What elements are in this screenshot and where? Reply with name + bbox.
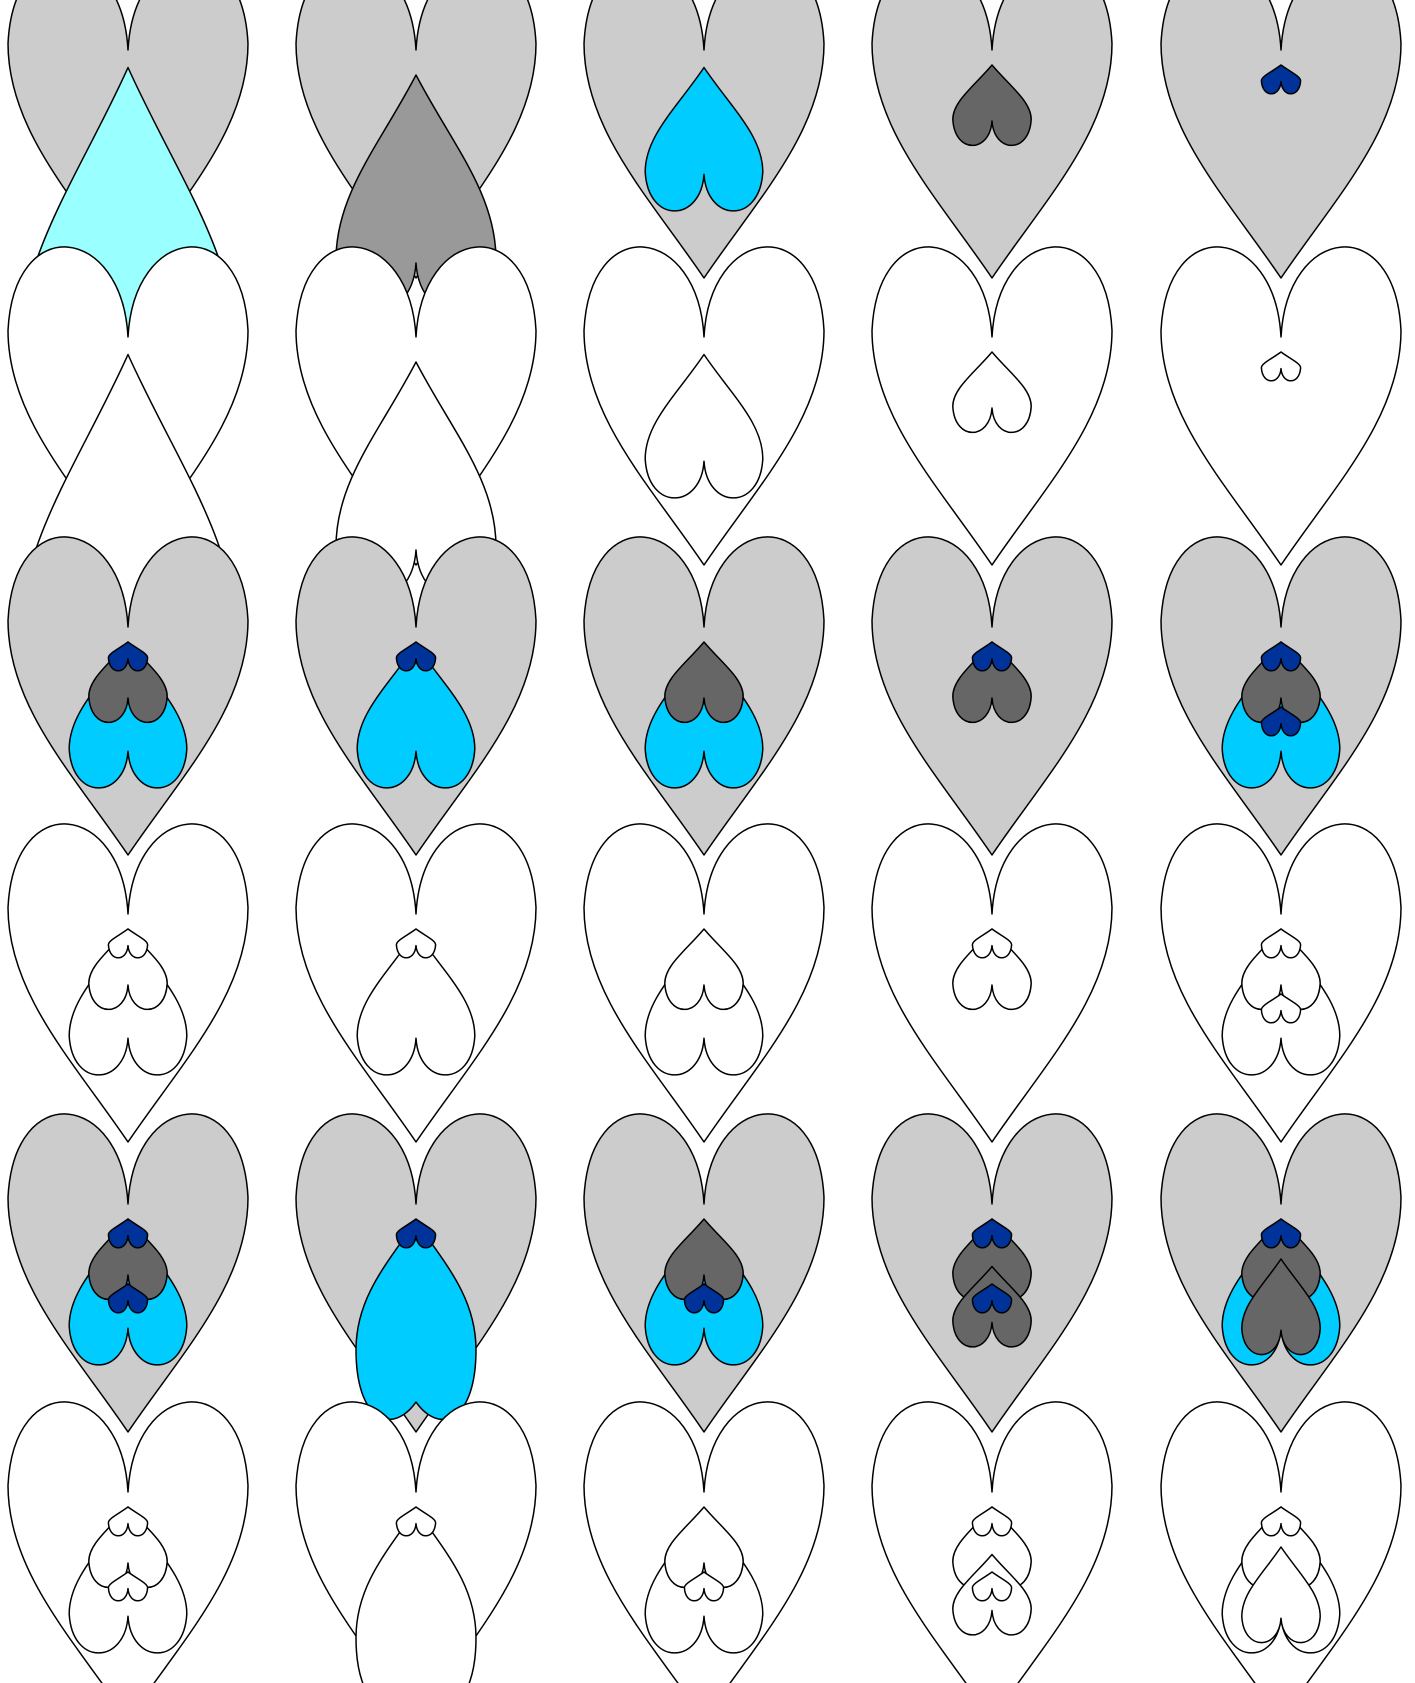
heart-row-4 xyxy=(8,824,1401,1142)
outer-heart xyxy=(1161,0,1401,278)
heart-row-6 xyxy=(8,1402,1401,1683)
heart-row-3 xyxy=(8,537,1401,855)
outer-heart xyxy=(872,0,1112,278)
heart-row-5 xyxy=(8,1114,1401,1432)
outer-heart xyxy=(1161,247,1401,565)
